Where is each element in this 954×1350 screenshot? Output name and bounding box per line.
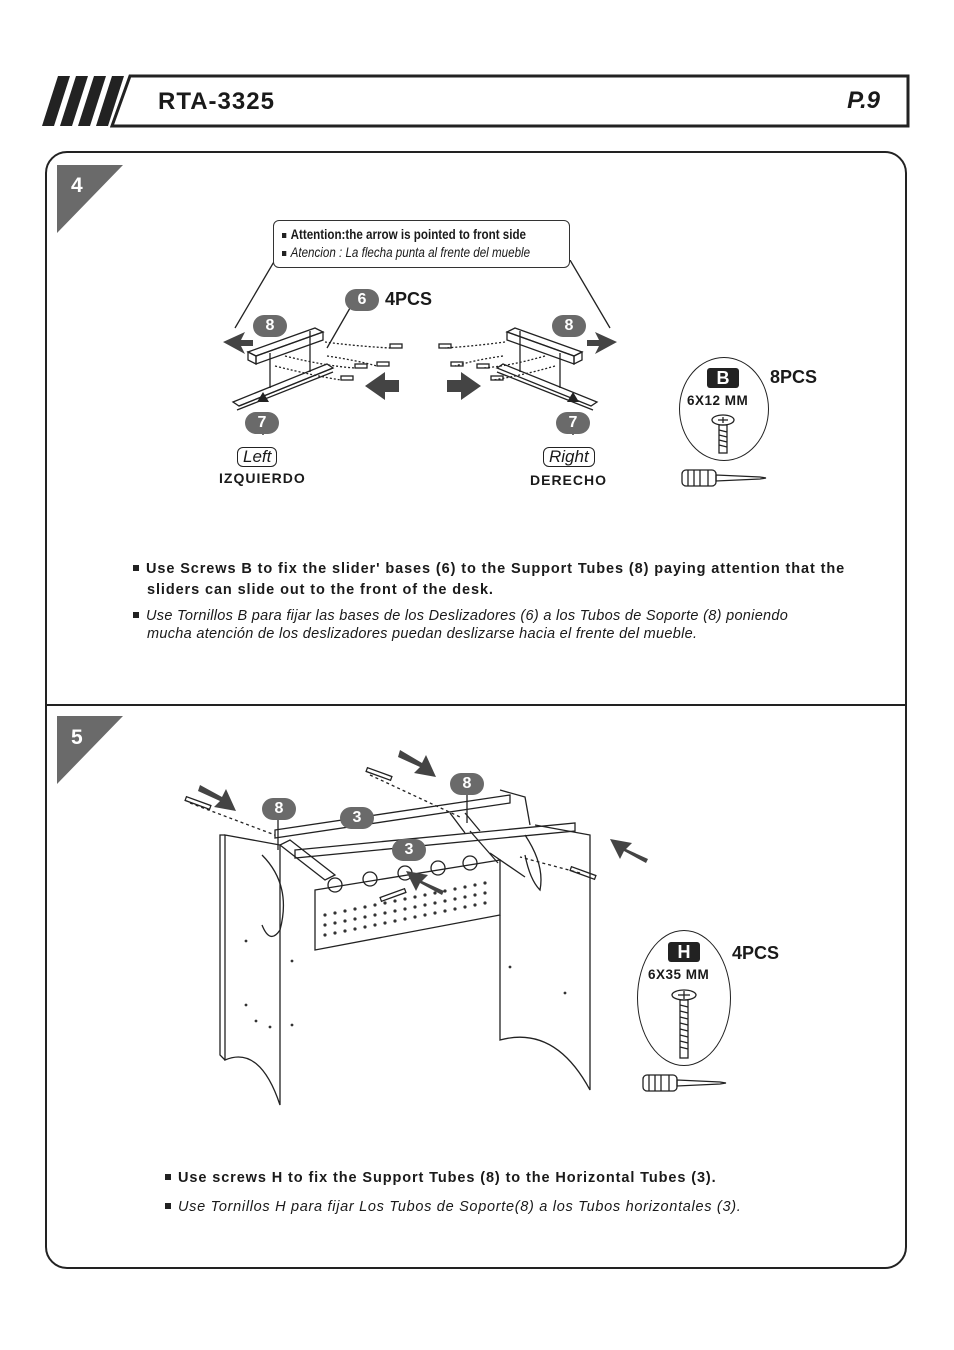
screw-h-and-screwdriver <box>642 989 727 1092</box>
part-6-quantity: 4PCS <box>385 289 433 309</box>
step-5-marker <box>57 716 123 784</box>
hardware-h-quantity: 4PCS <box>732 943 780 963</box>
step-4-marker <box>57 165 123 233</box>
part-3-badge-top: 3 <box>340 807 374 829</box>
right-label-es: DERECHO <box>530 472 608 488</box>
part-8-badge-step5-left: 8 <box>262 798 296 820</box>
attention-callout: Attention:the arrow is pointed to front … <box>273 220 570 268</box>
left-label-es: IZQUIERDO <box>219 470 306 486</box>
attention-text-es: Atencion : La flecha punta al frente del… <box>290 245 531 260</box>
step-5-number: 5 <box>71 726 83 749</box>
hardware-b-oval <box>679 357 769 461</box>
hardware-h-size: 6X35 MM <box>648 967 710 982</box>
page-header: RTA-3325 P.9 <box>40 74 910 128</box>
step-5-instruction-es: Use Tornillos H para fijar Los Tubos de … <box>178 1199 742 1215</box>
attention-text-en: Attention:the arrow is pointed to front … <box>290 227 527 242</box>
hardware-b-quantity: 8PCS <box>770 367 818 387</box>
part-8-badge-right: 8 <box>552 315 586 337</box>
slider-assembly-illustration <box>223 260 617 435</box>
header-stripes-logo <box>42 74 910 128</box>
instruction-frame <box>45 151 907 1269</box>
left-label: Left <box>237 447 278 467</box>
hardware-h-letter: H <box>668 942 700 962</box>
part-6-badge: 6 <box>345 289 379 311</box>
page-number: P.9 <box>847 87 880 114</box>
part-8-badge-left: 8 <box>253 315 287 337</box>
part-8-badge-step5-right: 8 <box>450 773 484 795</box>
right-label: Right <box>543 447 595 467</box>
step-4-instruction-es: Use Tornillos B para fijar las bases de … <box>146 608 789 642</box>
desk-frame-illustration <box>184 750 648 1106</box>
hardware-b-size: 6X12 MM <box>687 393 749 408</box>
model-number: RTA-3325 <box>158 88 275 115</box>
step-5-instruction-en: Use screws H to fix the Support Tubes (8… <box>178 1170 717 1186</box>
part-3-badge-bottom: 3 <box>392 839 426 861</box>
hardware-h-oval <box>637 930 731 1066</box>
part-7-badge-left: 7 <box>245 412 279 434</box>
step-4-number: 4 <box>71 174 83 197</box>
screw-b-and-screwdriver <box>681 414 767 487</box>
step-divider <box>45 704 907 706</box>
step-4-instruction-en: Use Screws B to fix the slider' bases (6… <box>146 561 846 598</box>
part-7-badge-right: 7 <box>556 412 590 434</box>
hardware-b-letter: B <box>707 368 739 388</box>
